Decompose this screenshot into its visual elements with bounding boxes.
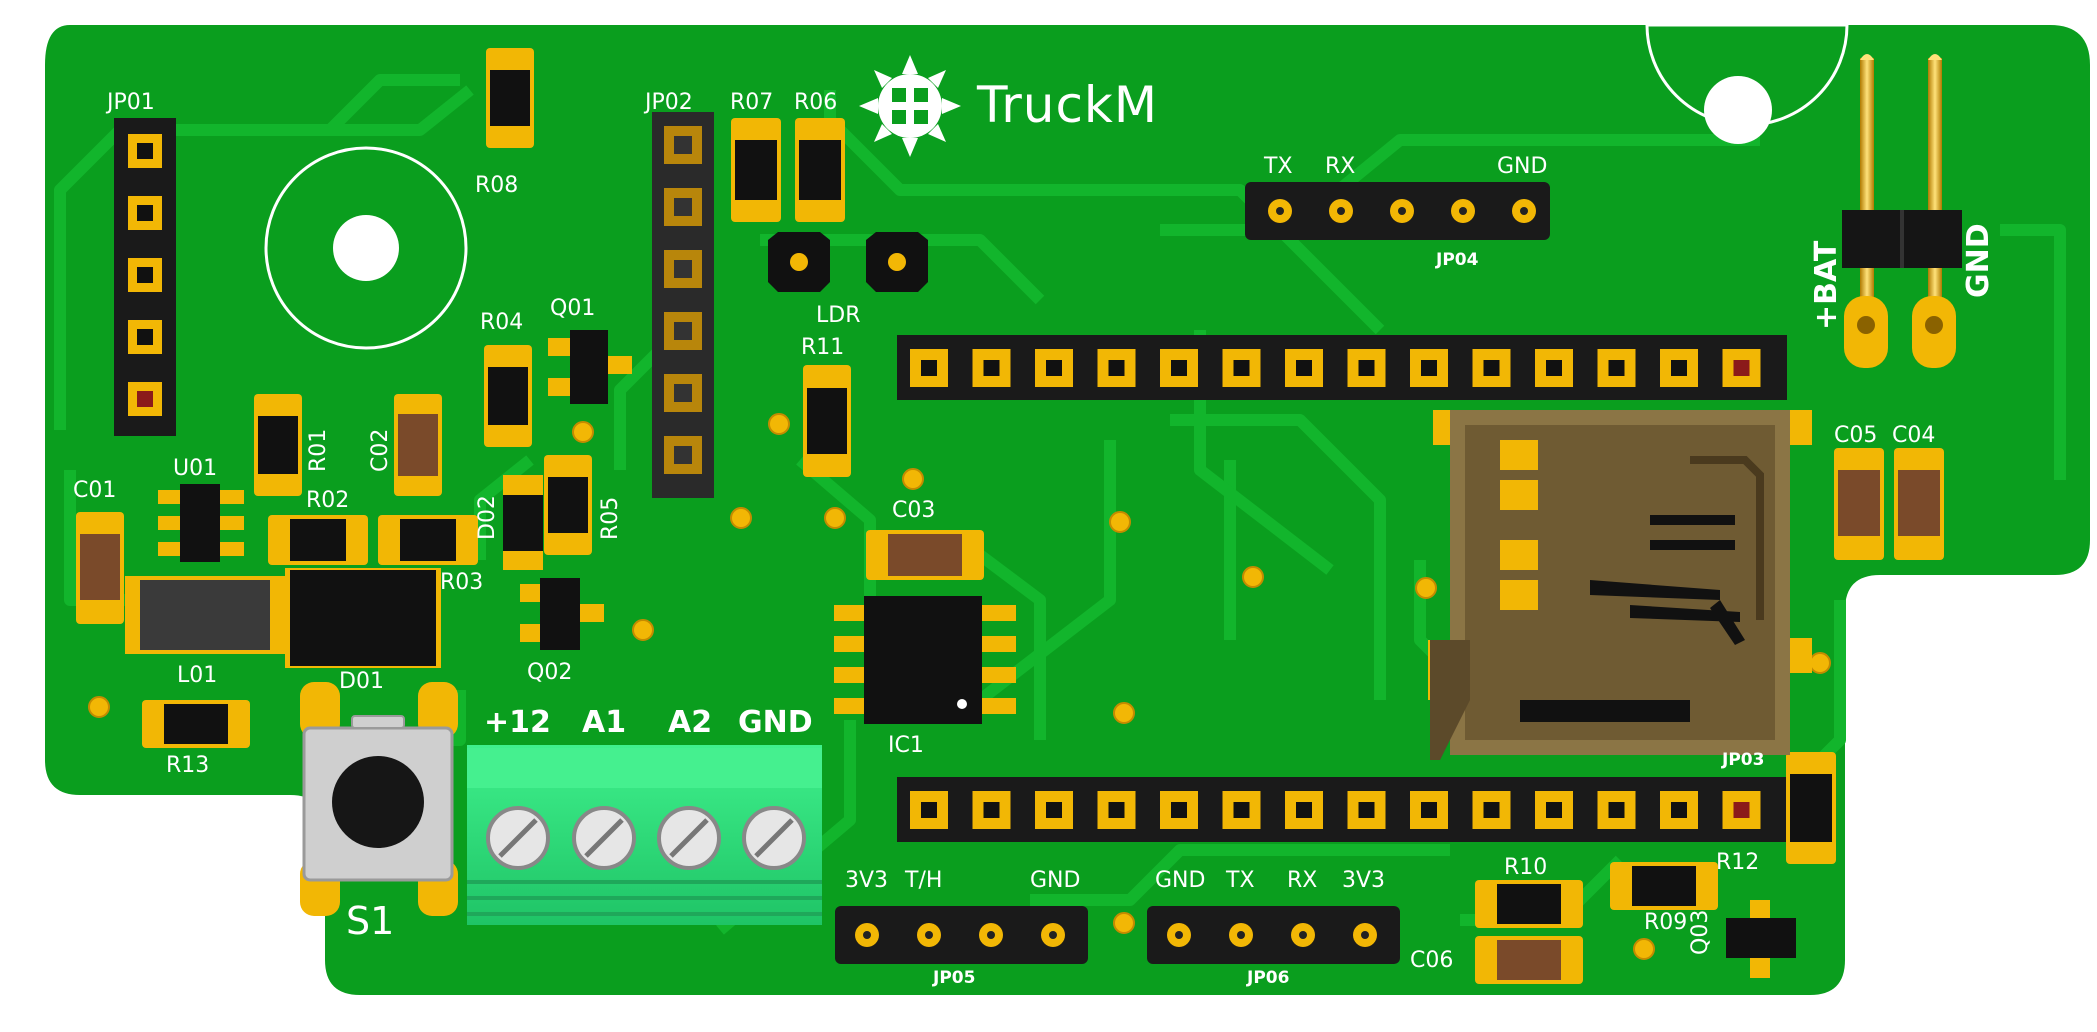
header-pad-hole bbox=[1233, 802, 1250, 818]
label-r09: R09 bbox=[1644, 910, 1688, 935]
label-q02: Q02 bbox=[527, 660, 573, 685]
label-l01: L01 bbox=[177, 663, 218, 688]
mounting-hole-right bbox=[1645, 23, 1849, 144]
header-pad-hole bbox=[1733, 802, 1750, 818]
logo-text: TruckM bbox=[977, 76, 1159, 134]
label-ldr: LDR bbox=[816, 303, 861, 328]
battery-pin-header bbox=[1842, 54, 1962, 368]
label-r06: R06 bbox=[794, 90, 838, 115]
label-r02: R02 bbox=[306, 488, 350, 513]
header-pad-hole bbox=[1546, 360, 1562, 376]
label-r11: R11 bbox=[801, 335, 845, 360]
label-jp04-gnd: GND bbox=[1497, 154, 1548, 179]
label-ic1: IC1 bbox=[888, 733, 924, 758]
label-c02: C02 bbox=[368, 428, 393, 472]
label-c05: C05 bbox=[1834, 423, 1878, 448]
header-pad-hole bbox=[1608, 360, 1625, 376]
header-pad-hole bbox=[921, 802, 937, 818]
header-jp04 bbox=[1245, 182, 1550, 240]
header-pad-hole bbox=[1671, 802, 1687, 818]
label-c03: C03 bbox=[892, 498, 936, 523]
header-pad-hole bbox=[1546, 802, 1562, 818]
label-r07: R07 bbox=[730, 90, 774, 115]
header-pad-hole bbox=[921, 360, 937, 376]
label-jp04-rx: RX bbox=[1325, 154, 1356, 179]
header-pad-hole bbox=[1421, 360, 1437, 376]
label-jp05-gnd: GND bbox=[1030, 868, 1081, 893]
header-pad-hole bbox=[983, 360, 1000, 376]
header-pad-hole bbox=[1046, 360, 1062, 376]
header-pad-hole bbox=[1483, 802, 1500, 818]
header-pad-hole bbox=[1608, 802, 1625, 818]
label-jp01: JP01 bbox=[107, 90, 155, 115]
label-terminal-12v: +12 bbox=[484, 705, 551, 740]
label-jp04-tx: TX bbox=[1264, 154, 1293, 179]
microsd-socket bbox=[1428, 410, 1812, 760]
label-c04: C04 bbox=[1892, 423, 1936, 448]
label-u01: U01 bbox=[173, 456, 218, 481]
label-r10: R10 bbox=[1504, 855, 1548, 880]
push-button-s1 bbox=[300, 682, 458, 916]
label-r04: R04 bbox=[480, 310, 524, 335]
label-jp06-gnd: GND bbox=[1155, 868, 1206, 893]
header-pad-hole bbox=[1233, 360, 1250, 376]
header-pad-hole bbox=[1733, 360, 1750, 376]
ldr-sensor bbox=[768, 232, 928, 292]
header-pad-hole bbox=[1358, 360, 1375, 376]
header-pad-hole bbox=[1171, 360, 1187, 376]
label-c01: C01 bbox=[73, 478, 117, 503]
label-jp06-tx: TX bbox=[1226, 868, 1255, 893]
label-r03: R03 bbox=[440, 570, 484, 595]
header-jp05 bbox=[835, 906, 1088, 964]
label-r13: R13 bbox=[166, 753, 210, 778]
truckm-logo-icon bbox=[859, 55, 961, 157]
label-jp03: JP03 bbox=[1722, 750, 1765, 770]
header-pad-hole bbox=[1483, 360, 1500, 376]
label-r12: R12 bbox=[1716, 850, 1760, 875]
label-q01: Q01 bbox=[550, 296, 596, 321]
header-pad-hole bbox=[1108, 360, 1125, 376]
label-terminal-gnd: GND bbox=[738, 705, 813, 740]
label-d02: D02 bbox=[475, 495, 500, 540]
header-pad-hole bbox=[1171, 802, 1187, 818]
header-jp06 bbox=[1147, 906, 1400, 964]
label-jp06: JP06 bbox=[1247, 968, 1290, 988]
header-pad-hole bbox=[1046, 802, 1062, 818]
header-pad-hole bbox=[1421, 802, 1437, 818]
smd-components bbox=[76, 48, 1944, 984]
label-r01: R01 bbox=[306, 428, 331, 472]
label-c06: C06 bbox=[1410, 948, 1454, 973]
header-pad-hole bbox=[1671, 360, 1687, 376]
label-battery-plus: +BAT bbox=[1809, 240, 1844, 330]
header-jp01 bbox=[114, 118, 176, 436]
header-pad-hole bbox=[1296, 802, 1312, 818]
label-jp06-rx: RX bbox=[1287, 868, 1318, 893]
mounting-hole-left bbox=[264, 146, 468, 350]
label-jp02: JP02 bbox=[645, 90, 693, 115]
label-jp04: JP04 bbox=[1436, 250, 1479, 270]
header-pad-hole bbox=[1296, 360, 1312, 376]
semiconductors bbox=[125, 330, 1796, 978]
screw-terminal bbox=[467, 745, 822, 925]
label-terminal-a2: A2 bbox=[668, 705, 713, 740]
label-jp06-3v3: 3V3 bbox=[1342, 868, 1386, 893]
header-bottom bbox=[897, 777, 1787, 842]
header-top bbox=[897, 335, 1787, 400]
header-jp02 bbox=[652, 112, 714, 498]
label-r08: R08 bbox=[475, 173, 519, 198]
header-pad-hole bbox=[1358, 802, 1375, 818]
label-jp05-th: T/H bbox=[905, 868, 943, 893]
label-d01: D01 bbox=[339, 669, 384, 694]
label-battery-gnd: GND bbox=[1961, 223, 1996, 298]
label-jp05-3v3: 3V3 bbox=[845, 868, 889, 893]
label-r05: R05 bbox=[598, 496, 623, 540]
label-terminal-a1: A1 bbox=[582, 705, 627, 740]
header-pad-hole bbox=[1108, 802, 1125, 818]
label-s1: S1 bbox=[346, 899, 395, 943]
label-q03: Q03 bbox=[1688, 909, 1713, 955]
label-jp05: JP05 bbox=[933, 968, 976, 988]
header-pad-hole bbox=[983, 802, 1000, 818]
